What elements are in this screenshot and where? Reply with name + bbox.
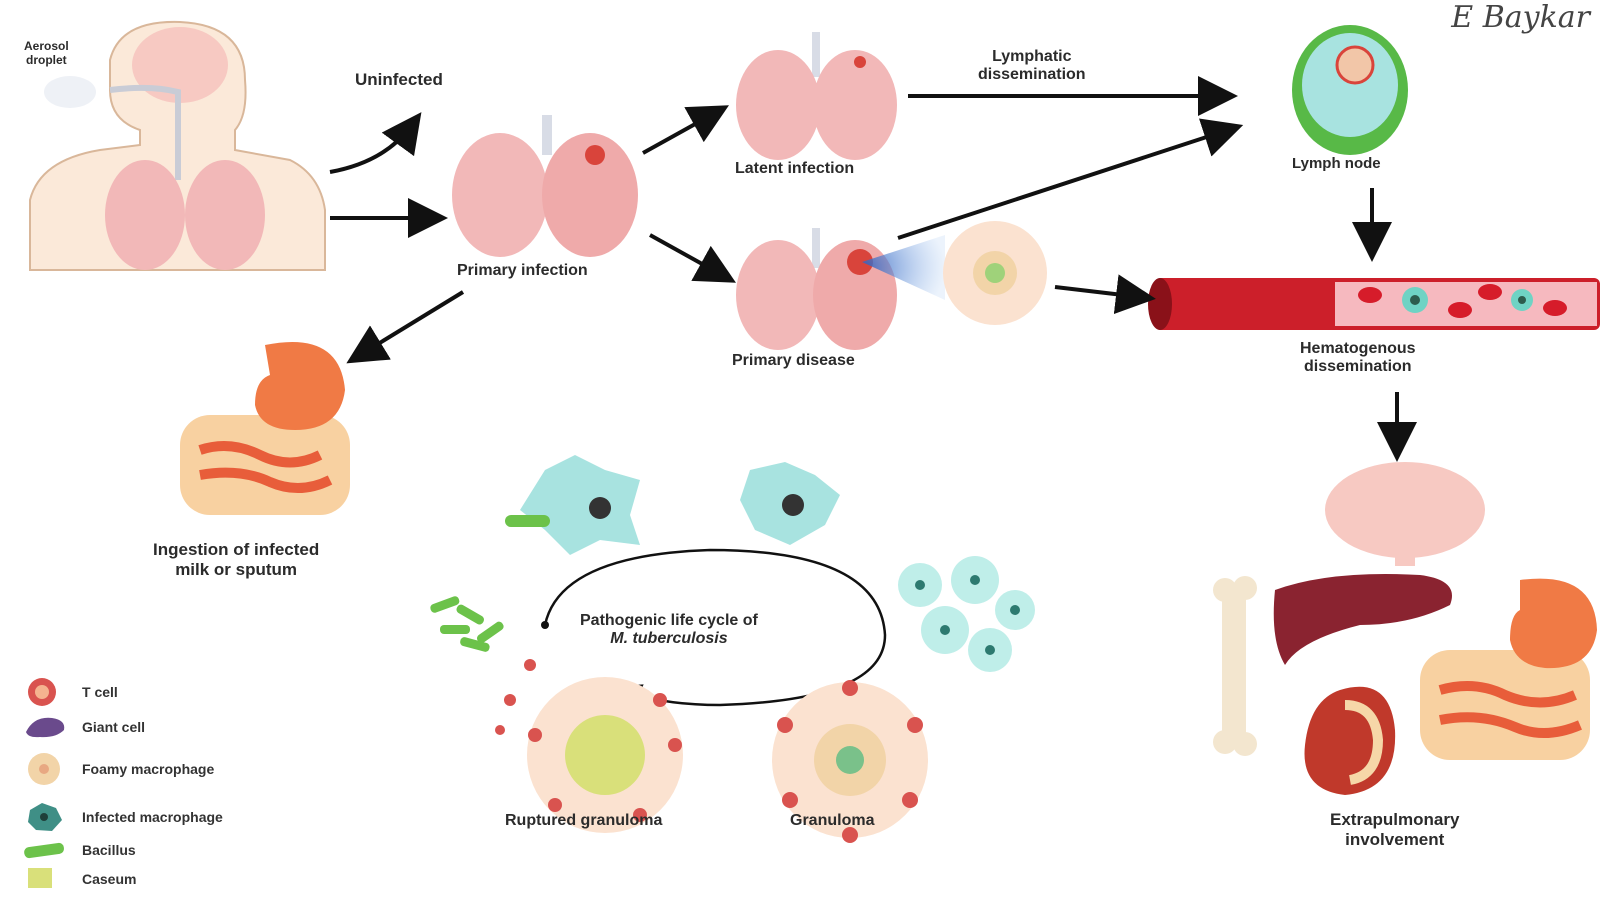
hematogenous-dissemination-label: Hematogenous dissemination [1300,340,1416,376]
kidney-organ [1304,686,1396,795]
brain-organ [1325,462,1485,566]
lymph-node [1292,25,1408,155]
aerosol-droplet-label: Aerosol droplet [24,39,69,67]
primary-disease-label: Primary disease [732,352,855,369]
legend-item-infected-macrophage: Infected macrophage [20,800,223,834]
primary-infection-label: Primary infection [457,262,588,279]
legend-item-caseum: Caseum [20,864,136,894]
bacilli-cluster [430,596,504,652]
flow-arrows [329,76,1417,462]
giant-cell-icon [20,710,72,744]
infected-macrophage-icon [20,800,72,834]
granuloma-small [943,221,1047,325]
author-signature: E Baykar [1451,0,1590,35]
digestive-system-left [180,342,350,515]
lymph-node-label: Lymph node [1292,155,1381,172]
macrophage-network [898,556,1035,672]
ruptured-granuloma-label: Ruptured granuloma [505,812,663,829]
t-cell-icon [20,675,72,709]
primary-infection-lungs [452,115,638,257]
life-cycle-loop [541,548,887,708]
legend-item-bacillus: Bacillus [20,833,136,867]
ruptured-granuloma [495,659,683,833]
granuloma-label: Granuloma [790,812,875,829]
lymphatic-dissemination-label: Lymphatic dissemination [978,48,1086,84]
extrapulmonary-label: Extrapulmonary involvement [1330,810,1460,849]
bacillus-icon [20,833,72,867]
life-cycle-label: Pathogenic life cycle of M. tuberculosis [580,612,758,648]
caseum-icon [20,864,72,894]
foamy-macrophage-icon [20,752,72,786]
uninfected-label: Uninfected [355,70,443,89]
blood-vessel [1148,278,1600,330]
ingestion-label: Ingestion of infected milk or sputum [153,540,320,579]
human-silhouette [29,20,326,271]
legend-item-giant-cell: Giant cell [20,710,145,744]
liver-organ [1273,574,1452,665]
latent-infection-lungs [736,32,897,160]
latent-infection-label: Latent infection [735,160,855,177]
legend-item-t-cell: T cell [20,675,118,709]
primary-disease-lungs [736,228,945,350]
legend-item-foamy-macrophage: Foamy macrophage [20,752,214,786]
macrophages-top [505,455,840,555]
digestive-system-right [1420,578,1597,760]
bone-organ [1213,576,1257,756]
granuloma-large [772,680,928,843]
